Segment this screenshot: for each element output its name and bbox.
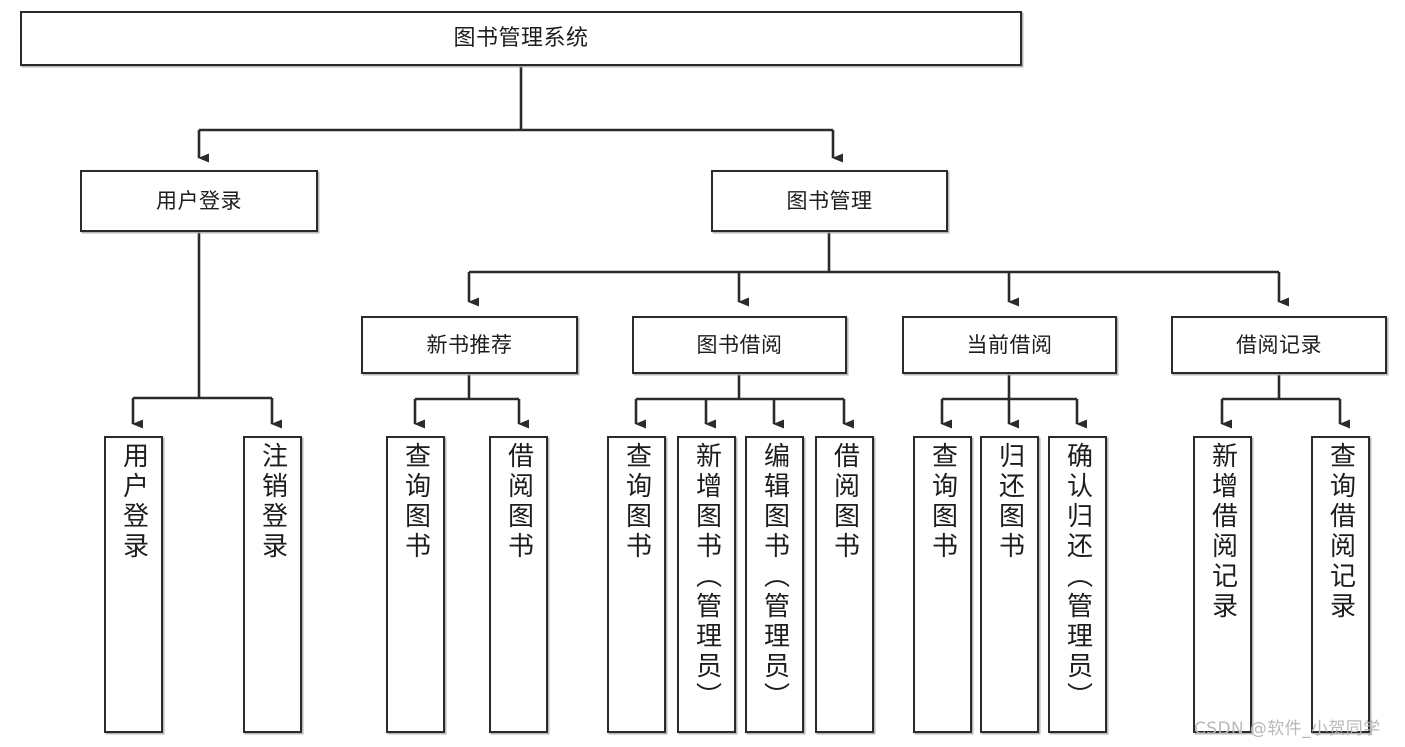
node-label: 用户登录 — [118, 442, 149, 562]
node-new-book-recommend[interactable]: 新书推荐 — [361, 316, 578, 374]
node-label: 编辑图书（管理员） — [759, 442, 790, 712]
node-label: 图书管理 — [786, 188, 873, 213]
node-borrow-record[interactable]: 借阅记录 — [1171, 316, 1387, 374]
node-book-borrow[interactable]: 图书借阅 — [632, 316, 847, 374]
node-label: 确认归还（管理员） — [1062, 442, 1093, 712]
node-label: 借阅图书 — [829, 442, 860, 562]
node-label: 图书借阅 — [696, 332, 783, 357]
leaf-borrow-book-rec[interactable]: 借阅图书 — [489, 436, 548, 733]
leaf-add-borrow-record[interactable]: 新增借阅记录 — [1193, 436, 1252, 733]
node-label: 查询借阅记录 — [1325, 442, 1356, 622]
leaf-add-book-admin[interactable]: 新增图书（管理员） — [677, 436, 736, 733]
node-label: 查询图书 — [400, 442, 431, 562]
node-label: 注销登录 — [257, 442, 288, 562]
node-label: 借阅记录 — [1236, 332, 1322, 357]
leaf-query-borrow-record[interactable]: 查询借阅记录 — [1311, 436, 1370, 733]
leaf-query-book-rec[interactable]: 查询图书 — [386, 436, 445, 733]
watermark-text: CSDN @软件_小贺同学 — [1194, 719, 1381, 739]
node-label: 查询图书 — [927, 442, 958, 562]
node-label: 图书管理系统 — [453, 25, 589, 51]
node-root-system[interactable]: 图书管理系统 — [20, 11, 1022, 66]
node-user-login[interactable]: 用户登录 — [80, 170, 318, 232]
leaf-confirm-return-admin[interactable]: 确认归还（管理员） — [1048, 436, 1107, 733]
leaf-borrow-book[interactable]: 借阅图书 — [815, 436, 874, 733]
node-label: 查询图书 — [621, 442, 652, 562]
leaf-query-book-current[interactable]: 查询图书 — [913, 436, 972, 733]
node-label: 新增图书（管理员） — [691, 442, 722, 712]
node-label: 新增借阅记录 — [1207, 442, 1238, 622]
node-label: 借阅图书 — [503, 442, 534, 562]
node-label: 新书推荐 — [426, 332, 513, 357]
node-label: 当前借阅 — [966, 332, 1053, 357]
leaf-logout[interactable]: 注销登录 — [243, 436, 302, 733]
node-current-borrow[interactable]: 当前借阅 — [902, 316, 1117, 374]
node-label: 用户登录 — [156, 188, 242, 213]
node-book-management[interactable]: 图书管理 — [711, 170, 948, 232]
node-label: 归还图书 — [994, 442, 1025, 562]
leaf-edit-book-admin[interactable]: 编辑图书（管理员） — [745, 436, 804, 733]
leaf-query-book-borrow[interactable]: 查询图书 — [607, 436, 666, 733]
leaf-return-book[interactable]: 归还图书 — [980, 436, 1039, 733]
leaf-user-login[interactable]: 用户登录 — [104, 436, 163, 733]
